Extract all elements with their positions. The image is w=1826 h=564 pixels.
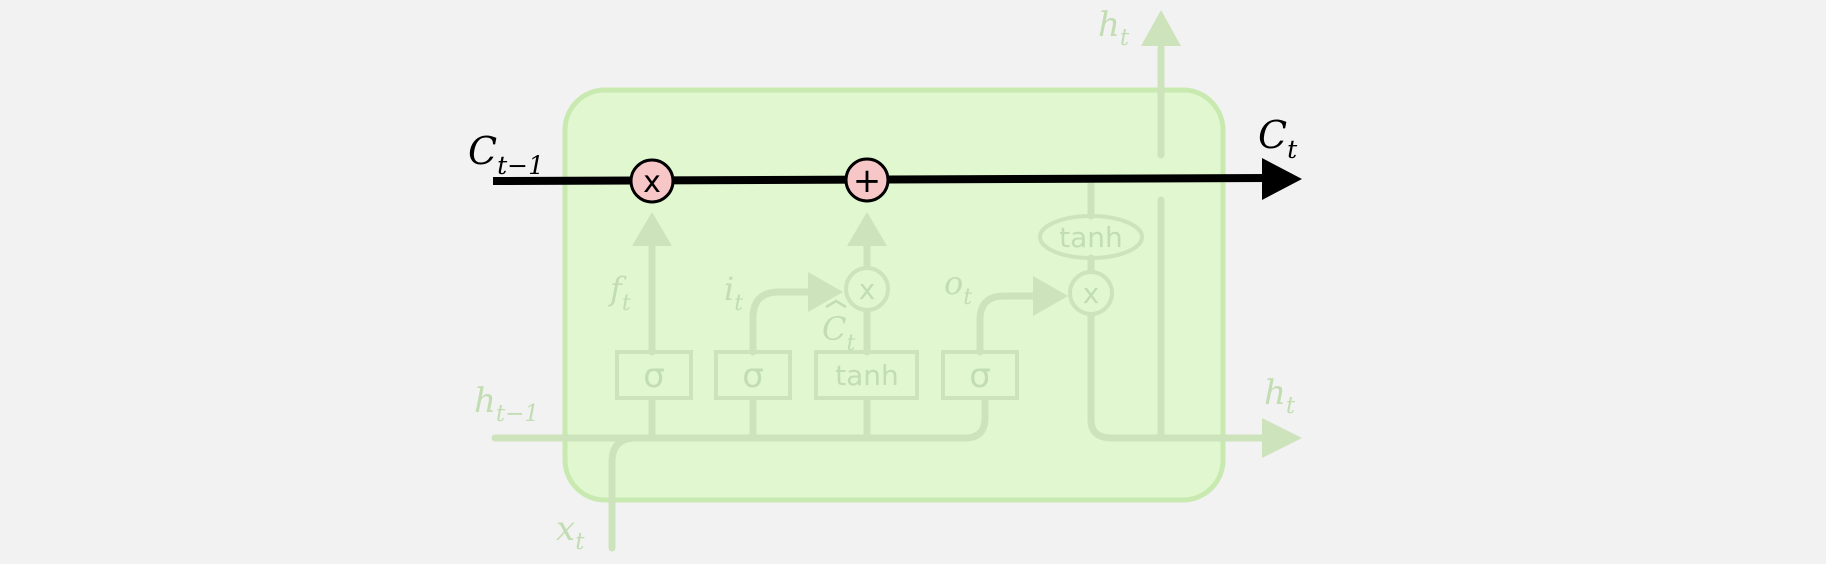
x-in-base: x [556, 509, 575, 549]
forget-multiply-symbol: x [643, 165, 661, 200]
output-multiply-symbol: x [1083, 277, 1100, 310]
c-tilde-sub: t [846, 331, 855, 356]
h-prev-sub: t−1 [496, 401, 539, 427]
c-tilde-label: Ct [822, 310, 855, 356]
arrow-h-out [1262, 418, 1302, 458]
input-multiply-symbol: x [859, 273, 876, 306]
h-top-label: ht [1098, 5, 1130, 51]
f-gate-sub: t [622, 291, 631, 316]
faded-labels: ft it ot Ct ht ht−1 ht xt [474, 5, 1296, 555]
c-out-base: C [1258, 113, 1287, 157]
o-gate-label: ot [944, 264, 972, 310]
h-out-base: h [1264, 373, 1286, 413]
c-out-label: Ct [1258, 113, 1298, 164]
x-in-sub: t [575, 529, 585, 555]
output-multiply-op [1068, 270, 1114, 316]
i-to-mult [749, 288, 819, 356]
c-tilde-base: C [822, 310, 846, 348]
layer-sigma-f-label: σ [643, 356, 665, 396]
cell-state-arrowhead [1262, 158, 1302, 200]
cell-add-op [844, 157, 890, 203]
h-prev-label: ht−1 [474, 381, 539, 427]
c-prev-label: Ct−1 [468, 129, 544, 180]
cell-state-highlight: x + Ct−1 Ct [468, 113, 1302, 204]
arrow-i-right [808, 272, 843, 312]
c-prev-base: C [468, 129, 497, 173]
x-in-label: xt [556, 509, 585, 555]
forget-multiply-op [629, 158, 675, 204]
layer-tanh-out-label: tanh [1059, 221, 1123, 254]
arrow-add-up [847, 212, 887, 246]
faded-ops: x x [844, 266, 1114, 316]
arrow-h-top [1141, 10, 1181, 46]
o-gate-sub: t [963, 285, 972, 310]
cell-add-symbol: + [853, 161, 882, 201]
faded-paths [491, 44, 1274, 552]
layer-tanh-out [1038, 214, 1144, 260]
o-to-mult [976, 292, 1044, 356]
layer-sigma-i [714, 350, 792, 400]
layer-sigma-i-label: σ [742, 356, 764, 396]
h-out-sub: t [1286, 393, 1296, 419]
faded-arrowheads [632, 10, 1302, 458]
h-out-label: ht [1264, 373, 1296, 419]
x-input-line [608, 434, 640, 552]
h-prev-base: h [474, 381, 496, 421]
layer-sigma-o-label: σ [969, 356, 991, 396]
h-top-base: h [1098, 5, 1120, 45]
neural-layers: σ σ tanh σ tanh [615, 214, 1144, 400]
c-out-sub: t [1287, 135, 1298, 164]
i-gate-base: i [724, 270, 734, 308]
c-tilde-hat [825, 299, 847, 309]
c-prev-sub: t−1 [497, 151, 544, 180]
mult-out-to-h [1087, 310, 1274, 442]
layer-tanh-label: tanh [835, 359, 899, 392]
arrow-o-right [1033, 276, 1068, 316]
h-prev-line [491, 396, 989, 442]
layer-sigma-o [941, 350, 1019, 400]
i-gate-label: it [724, 270, 743, 316]
i-gate-sub: t [734, 291, 743, 316]
arrow-f-up [632, 212, 672, 246]
layer-tanh [814, 350, 919, 400]
h-top-sub: t [1120, 25, 1130, 51]
o-gate-base: o [944, 264, 963, 302]
layer-sigma-f [615, 350, 693, 400]
input-multiply-op [844, 266, 890, 312]
